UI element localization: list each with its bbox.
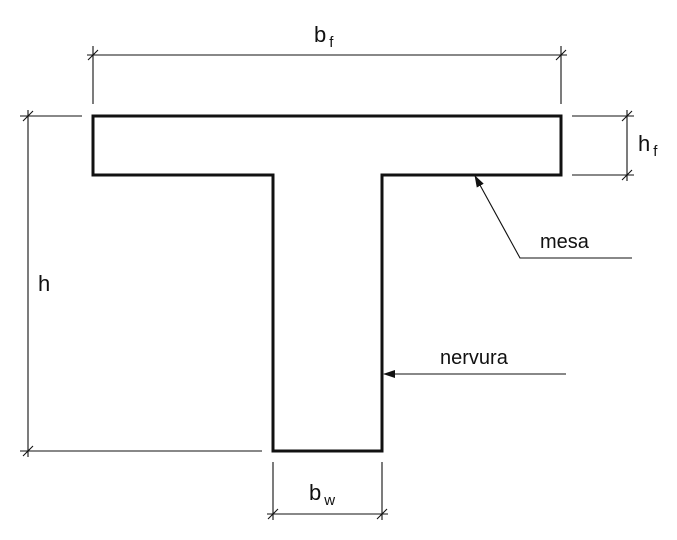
hf-tick-bottom (621, 169, 633, 181)
bf-tick-right (555, 49, 567, 61)
bf-tick-left (87, 49, 99, 61)
t-section-outline (91, 114, 563, 453)
nervura-label: nervura (440, 347, 509, 369)
hf-tick-top (621, 110, 633, 122)
h-label: h (38, 271, 50, 296)
h-tick-bottom (22, 445, 34, 457)
bw-tick-left (267, 508, 279, 520)
nervura-callout: nervura (383, 347, 566, 378)
mesa-callout: mesa (474, 175, 632, 259)
h-dimension: h (20, 110, 262, 457)
bw-tick-right (376, 508, 388, 520)
mesa-leader-line (474, 175, 632, 259)
h-tick-top (22, 110, 34, 122)
mesa-label: mesa (540, 231, 590, 253)
